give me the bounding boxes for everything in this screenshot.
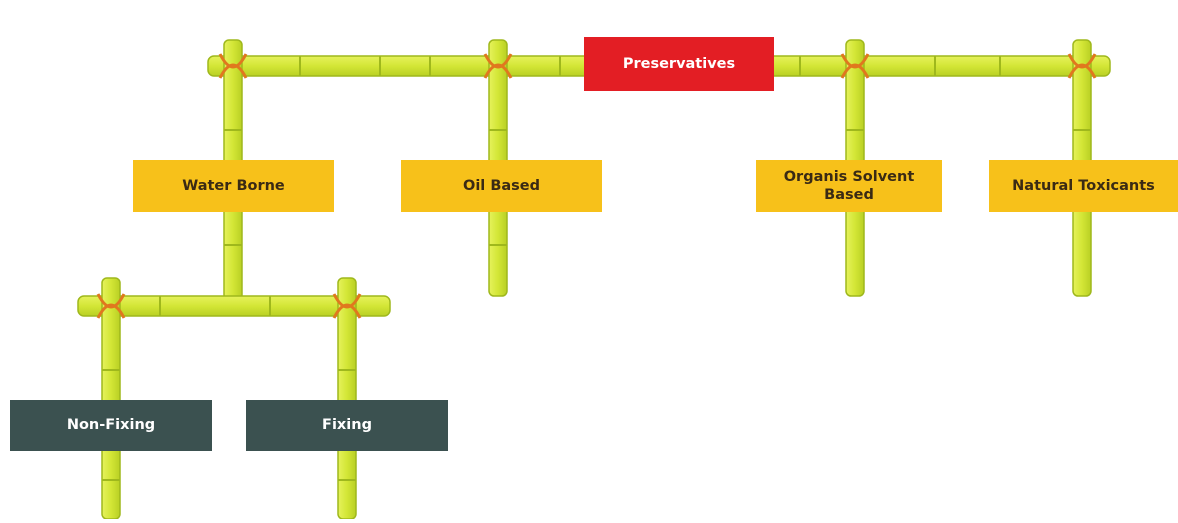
oil-based-node: Oil Based bbox=[401, 160, 602, 212]
lower-bamboo-beam bbox=[77, 295, 391, 317]
preservatives-node: Preservatives bbox=[584, 37, 774, 91]
non-fixing-node: Non-Fixing bbox=[10, 400, 212, 451]
fixing-bamboo-post bbox=[337, 277, 357, 520]
organis-solvent-based-node: Organis Solvent Based bbox=[756, 160, 942, 212]
bamboo-node-rings bbox=[102, 56, 1091, 481]
water-borne-node: Water Borne bbox=[133, 160, 334, 212]
fixing-node: Fixing bbox=[246, 400, 448, 451]
rope-lashings bbox=[96, 53, 1097, 319]
natural-toxicants-node: Natural Toxicants bbox=[989, 160, 1178, 212]
non-fixing-bamboo-post bbox=[101, 277, 121, 520]
